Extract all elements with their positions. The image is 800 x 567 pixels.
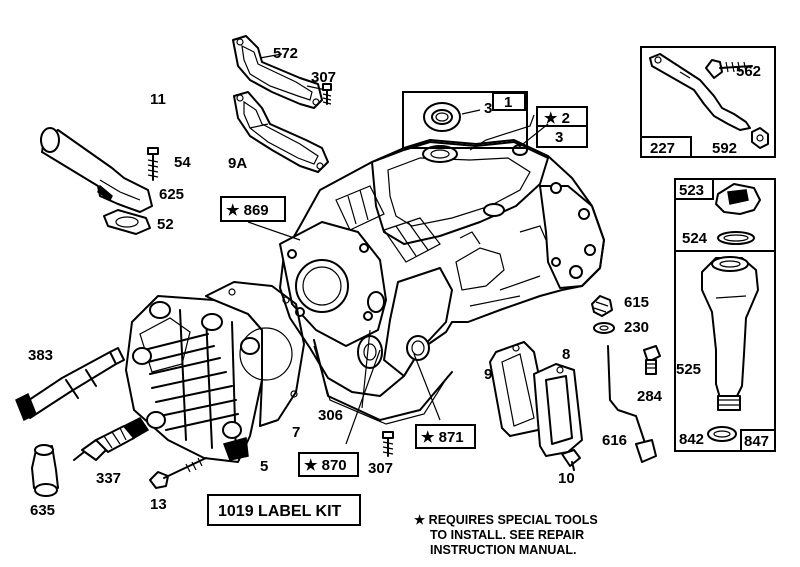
- breather-cover-8: [533, 363, 583, 457]
- frames: [207, 46, 776, 526]
- note-line-3: INSTRUCTION MANUAL.: [430, 543, 577, 557]
- label-625: 625: [159, 186, 184, 203]
- label-307-bottom: 307: [368, 460, 393, 477]
- note-line-1: ★ REQUIRES SPECIAL TOOLS: [414, 513, 598, 527]
- tube-11: [72, 83, 221, 149]
- screw-10: [561, 449, 581, 471]
- label-11: 11: [150, 91, 166, 108]
- label-1: 1: [504, 94, 512, 111]
- part-284: [643, 345, 661, 375]
- label-230: 230: [624, 319, 649, 336]
- label-615: 615: [624, 294, 649, 311]
- leader-lines: [247, 53, 549, 445]
- intake-625: [40, 127, 153, 213]
- label-227: 227: [650, 140, 675, 157]
- label-284: 284: [637, 388, 663, 405]
- label-562: 562: [736, 63, 761, 80]
- label-842: 842: [679, 431, 704, 448]
- label-3-top: 3: [484, 100, 492, 117]
- spark-plug-337: [73, 417, 150, 461]
- bolt-13: [149, 457, 207, 489]
- part-labels: 572 307 11 54 625 52 9A 3 1 ★ 2 3 562 22…: [28, 45, 769, 557]
- label-525: 525: [676, 361, 701, 378]
- label-13: 13: [150, 496, 167, 513]
- head-gasket-7: [205, 281, 305, 427]
- label-572: 572: [273, 45, 298, 62]
- label-7: 7: [292, 424, 300, 441]
- screw-307-top: [322, 83, 332, 105]
- label-306: 306: [318, 407, 343, 424]
- label-2: ★ 2: [544, 110, 570, 127]
- gasket-9a: [233, 91, 329, 173]
- label-870: ★ 870: [304, 457, 347, 474]
- cylinder-head-5: [125, 295, 263, 463]
- label-52: 52: [157, 216, 174, 233]
- gasket-306: [313, 345, 449, 425]
- label-847: 847: [744, 433, 769, 450]
- part-615-230: [591, 295, 615, 334]
- label-3-box: 3: [555, 129, 563, 146]
- gasket-52: [103, 209, 151, 235]
- label-9a: 9A: [228, 155, 247, 172]
- label-kit: 1019 LABEL KIT: [218, 503, 342, 520]
- boot-383: [15, 347, 125, 422]
- label-9: 9: [484, 366, 492, 383]
- label-635: 635: [30, 502, 55, 519]
- label-8: 8: [562, 346, 570, 363]
- label-337: 337: [96, 470, 121, 487]
- cylinder-block: [279, 139, 605, 421]
- screw-54: [147, 147, 159, 181]
- label-871: ★ 871: [421, 429, 464, 446]
- oil-seal-3: [423, 102, 461, 132]
- label-616: 616: [602, 432, 627, 449]
- label-592: 592: [712, 140, 737, 157]
- label-5: 5: [260, 458, 268, 475]
- bracket-227: [649, 53, 769, 149]
- label-524: 524: [682, 230, 708, 247]
- label-54: 54: [174, 154, 191, 171]
- gasket-572: [232, 35, 323, 109]
- label-869: ★ 869: [226, 202, 269, 219]
- dipstick-assembly: [701, 183, 761, 442]
- label-523: 523: [679, 182, 704, 199]
- label-383: 383: [28, 347, 53, 364]
- link-616: [607, 345, 657, 463]
- cover-635: [31, 444, 59, 497]
- note-line-2: TO INSTALL. SEE REPAIR: [430, 528, 584, 542]
- label-307-top: 307: [311, 69, 336, 86]
- label-10: 10: [558, 470, 575, 487]
- screw-307-bottom: [382, 431, 394, 457]
